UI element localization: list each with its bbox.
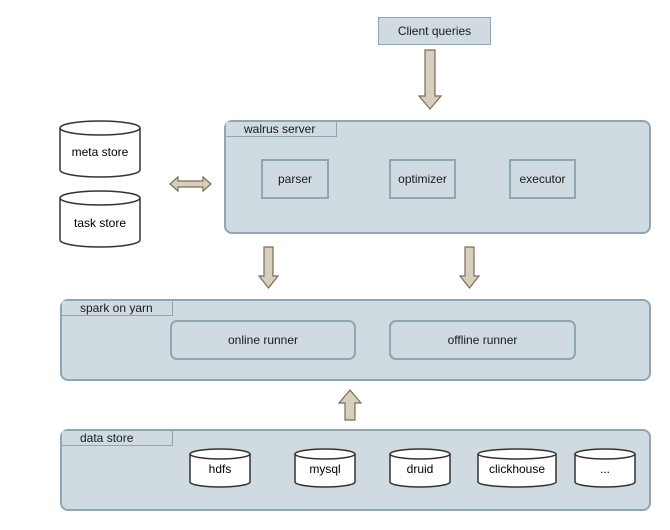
walrus-to-spark-arrow-right [458,246,481,289]
online-runner-label: online runner [227,333,299,347]
meta-store-cylinder: meta store [59,120,141,178]
meta-store-label: meta store [72,145,129,159]
offline-runner-box: offline runner [389,320,576,360]
data-store-title: data store [80,431,134,445]
walrus-server-title: walrus server [244,122,316,136]
task-store-label: task store [74,216,126,230]
spark-on-yarn-tag: spark on yarn [62,301,173,316]
client-queries-box: Client queries [378,17,491,45]
parser-label: parser [277,172,312,186]
walrus-server-tag: walrus server [226,122,337,137]
data-store-panel: data store [60,429,651,511]
walrus-to-spark-arrow-left [257,246,280,289]
client-down-arrow [417,49,443,110]
spark-on-yarn-title: spark on yarn [80,301,153,315]
parser-box: parser [261,159,329,199]
optimizer-label: optimizer [398,172,447,186]
online-runner-box: online runner [170,320,356,360]
bidirectional-arrow [169,175,212,193]
client-queries-label: Client queries [397,24,472,38]
data-store-tag: data store [62,431,173,446]
datastore-to-spark-arrow [337,389,363,421]
executor-label: executor [519,172,566,186]
executor-box: executor [509,159,576,199]
optimizer-box: optimizer [389,159,456,199]
offline-runner-label: offline runner [447,333,518,347]
task-store-cylinder: task store [59,190,141,248]
